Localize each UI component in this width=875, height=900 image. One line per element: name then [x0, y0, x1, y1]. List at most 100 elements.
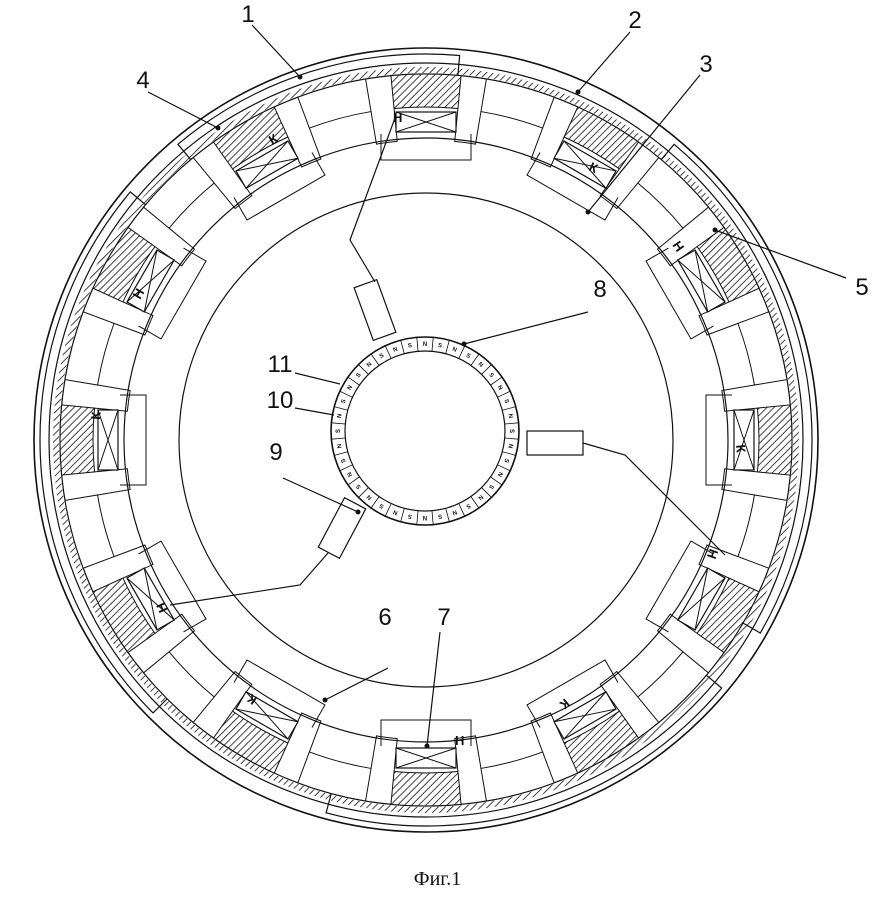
slot-outline	[113, 301, 154, 336]
callout-10: 10	[267, 387, 294, 414]
magnet-pole-label: N	[506, 413, 513, 418]
coil	[126, 247, 207, 340]
callout-3: 3	[699, 51, 712, 78]
sector-arc	[177, 53, 461, 162]
slot-outline	[94, 468, 131, 496]
coil-label-bottom-right: К	[557, 696, 573, 713]
brushes	[169, 117, 726, 606]
brush-top-lead	[349, 117, 396, 283]
rotor-ring-outer	[123, 137, 729, 743]
brush-right	[526, 430, 584, 456]
magnet-divider	[470, 496, 480, 509]
magnet-pole-label: N	[337, 413, 344, 418]
slot-outline	[370, 735, 398, 772]
callout-8: 8	[593, 276, 606, 303]
slot-outline	[530, 127, 565, 168]
magnet-pole-label: S	[437, 343, 442, 350]
magnet-pole-label: S	[379, 502, 385, 509]
magnet-divider	[502, 451, 516, 456]
magnet-divider	[339, 464, 353, 472]
sector-arc	[659, 143, 813, 634]
magnet-pole-label: S	[341, 458, 348, 464]
magnet-pole-label: S	[379, 353, 385, 360]
magnet-divider	[490, 476, 503, 486]
magnet-divider	[370, 353, 380, 366]
pole-tooth	[59, 404, 96, 476]
coil	[233, 659, 326, 740]
slot-outline	[370, 108, 398, 145]
magnet-divider	[490, 376, 503, 386]
magnet-divider	[470, 353, 480, 366]
callout-dots	[215, 74, 718, 749]
callout-6: 6	[378, 604, 391, 631]
magnet-pole-label: S	[502, 399, 509, 405]
magnet-pole-label: N	[393, 508, 399, 515]
outer-ring	[48, 62, 804, 818]
callout-leaders	[147, 24, 847, 747]
coils	[97, 111, 755, 769]
callout-7: 7	[437, 604, 450, 631]
callout-5: 5	[855, 274, 868, 301]
magnet-pole-label: S	[465, 502, 471, 509]
slot-outline	[287, 127, 322, 168]
slot-outline	[154, 613, 196, 653]
magnet-pole-label: N	[423, 514, 427, 520]
magnet-pole-label: N	[477, 361, 484, 368]
coil	[126, 540, 207, 633]
magnet-divider	[431, 337, 434, 352]
magnet-divider	[431, 510, 434, 525]
slot-outline	[530, 712, 565, 753]
magnet-divider	[481, 364, 492, 375]
pole-tooth	[64, 311, 115, 386]
brush-left-lead	[169, 552, 329, 606]
pole-tooth	[563, 710, 640, 774]
callout-2: 2	[628, 7, 641, 34]
magnet-pole-label: S	[437, 512, 442, 519]
hatched-ring	[53, 67, 799, 813]
commutator-outer	[330, 336, 520, 526]
sector-arc	[39, 191, 170, 714]
magnet-divider	[334, 406, 348, 411]
magnet-divider	[339, 390, 353, 398]
magnet-divider	[331, 422, 346, 425]
magnet-pole-label: N	[347, 471, 354, 478]
slot-outline	[213, 168, 253, 210]
commutator-inner	[344, 350, 506, 512]
magnet-pole-label: S	[341, 399, 348, 405]
magnet-divider	[384, 503, 392, 517]
magnet-divider	[458, 503, 466, 517]
pole-teeth	[59, 73, 793, 807]
sector-arc	[325, 673, 723, 827]
magnet-divider	[416, 510, 419, 525]
pole-tooth	[142, 651, 215, 724]
slot-outline	[154, 227, 196, 267]
slot-outline	[721, 468, 758, 496]
magnet-divider	[331, 437, 346, 440]
pole-tooth	[756, 404, 793, 476]
slot-outline	[94, 384, 131, 412]
magnet-pole-label: S	[408, 512, 413, 519]
pole-tooth	[390, 770, 462, 807]
magnet-divider	[445, 340, 450, 354]
rotor-rings	[123, 137, 729, 743]
magnet-pole-label: N	[337, 443, 344, 448]
coil-label-right: К	[733, 444, 749, 453]
coil-label-bottom: Н	[455, 733, 464, 748]
slot-outline	[287, 712, 322, 753]
slot-outline	[721, 384, 758, 412]
magnet-pole-label: N	[477, 493, 484, 500]
brush-top	[353, 278, 397, 342]
magnet-pole-label: S	[336, 429, 342, 433]
magnet-divider	[504, 437, 519, 440]
magnet-pole-label: N	[496, 385, 503, 392]
coil	[380, 111, 472, 161]
magnet-divider	[358, 364, 369, 375]
slot-outline	[454, 735, 482, 772]
magnet-divider	[497, 390, 511, 398]
callout-11: 11	[268, 351, 293, 378]
magnet-pole-label: N	[506, 443, 513, 448]
magnet-pole-label: S	[465, 353, 471, 360]
